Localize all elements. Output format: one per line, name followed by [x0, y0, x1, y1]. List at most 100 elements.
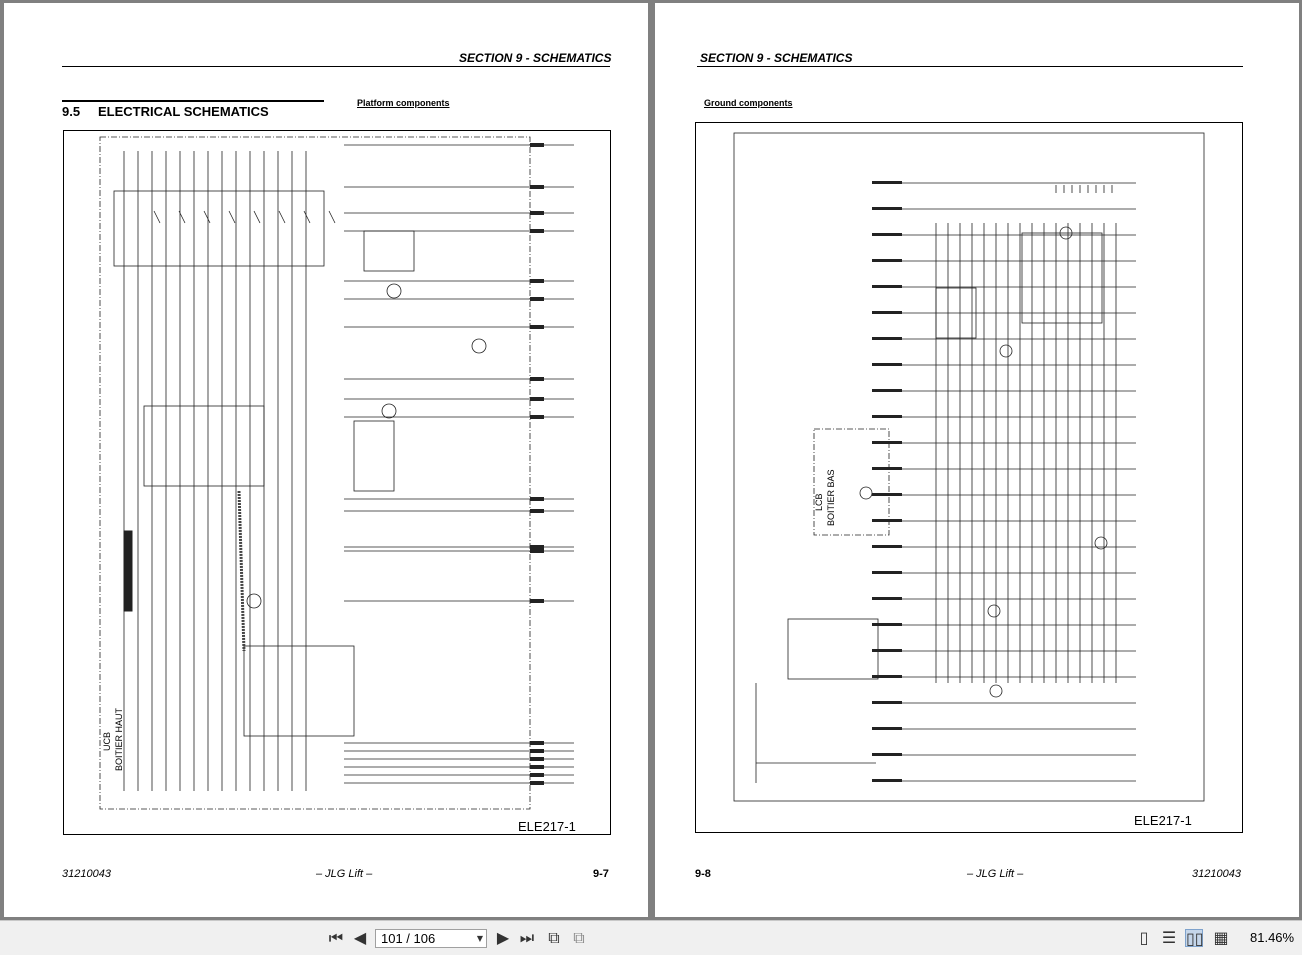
schematic-line: [872, 259, 902, 262]
schematic-line: [872, 415, 902, 418]
page-indicator: 101 / 106: [381, 931, 436, 946]
continuous-view-icon[interactable]: ☰: [1161, 928, 1177, 947]
schematic-line: [113, 190, 325, 267]
schematic-line: [530, 325, 544, 329]
schematic-line: [99, 136, 531, 810]
section-bar: [62, 100, 324, 102]
zoom-level[interactable]: 81.46%: [1250, 930, 1295, 945]
schematic-line: [123, 530, 133, 612]
schematic-line: [530, 509, 544, 513]
page-header: SECTION 9 - SCHEMATICS: [459, 51, 612, 65]
schematic-line: [872, 467, 902, 470]
schematic-line: [1059, 226, 1073, 240]
rotate-page-icon[interactable]: ⧉: [548, 928, 560, 947]
export-page-icon[interactable]: ⧉: [573, 928, 585, 947]
schematic-line: [530, 497, 544, 501]
next-page-icon[interactable]: ▶: [496, 928, 510, 947]
schematic-line: [1021, 232, 1103, 324]
footer-doc-number: 31210043: [62, 868, 111, 880]
single-page-view-icon[interactable]: ▯: [1139, 928, 1149, 947]
schematic-line: [228, 210, 236, 224]
schematic-line: [530, 415, 544, 419]
schematic-line: [246, 593, 262, 609]
schematic-line: [530, 397, 544, 401]
schematic-line: [872, 545, 902, 548]
schematic-line: [530, 749, 544, 753]
schematic-line: [386, 283, 402, 299]
section-number: 9.5: [62, 104, 81, 119]
ground-schematic-diagram: [733, 132, 1205, 802]
facing-view-icon[interactable]: ▯▯: [1185, 929, 1204, 948]
schematic-line: [530, 545, 544, 549]
schematic-line: [530, 229, 544, 233]
schematic-line: [872, 597, 902, 600]
header-rule: [697, 66, 1243, 67]
last-page-icon[interactable]: ⏭: [519, 928, 535, 947]
schematic-line: [278, 210, 286, 224]
component-title: Platform components: [357, 98, 450, 108]
drawing-code: ELE217-1: [518, 819, 576, 834]
schematic-line: [530, 765, 544, 769]
drawing-label-ucb: UCB: [102, 731, 112, 751]
prev-page-icon[interactable]: ◀: [353, 928, 367, 947]
schematic-line: [530, 211, 544, 215]
schematic-line: [530, 279, 544, 283]
schematic-line: [872, 181, 902, 184]
schematic-line: [872, 337, 902, 340]
schematic-frame: LCB BOITIER BAS ELE217-1: [695, 122, 1243, 833]
schematic-line: [989, 684, 1003, 698]
schematic-line: [530, 773, 544, 777]
page-number-input[interactable]: 101 / 106 ▼: [375, 929, 487, 948]
schematic-line: [530, 599, 544, 603]
schematic-line: [328, 210, 336, 224]
drawing-code: ELE217-1: [1134, 813, 1192, 828]
drawing-label-boitier: BOITIER BAS: [826, 469, 836, 526]
schematic-line: [1094, 536, 1108, 550]
document-page-left: SECTION 9 - SCHEMATICS 9.5 ELECTRICAL SC…: [4, 3, 648, 917]
chevron-down-icon[interactable]: ▼: [476, 934, 483, 943]
component-title: Ground components: [704, 98, 793, 108]
schematic-line: [530, 377, 544, 381]
schematic-line: [153, 210, 161, 224]
schematic-line: [363, 230, 415, 272]
schematic-line: [203, 210, 211, 224]
footer-publisher: – JLG Lift –: [316, 868, 373, 880]
schematic-line: [872, 571, 902, 574]
drawing-label-boitier: BOITIER HAUT: [114, 707, 124, 771]
schematic-line: [381, 403, 397, 419]
schematic-line: [872, 753, 902, 756]
schematic-line: [872, 363, 902, 366]
schematic-line: [872, 701, 902, 704]
section-title: ELECTRICAL SCHEMATICS: [98, 104, 269, 119]
document-page-right: SECTION 9 - SCHEMATICS Ground components…: [655, 3, 1299, 917]
schematic-line: [872, 675, 902, 678]
footer-page-number: 9-8: [695, 868, 711, 880]
facing-continuous-view-icon[interactable]: ▦: [1213, 928, 1229, 947]
schematic-line: [178, 210, 186, 224]
page-header: SECTION 9 - SCHEMATICS: [700, 51, 853, 65]
schematic-line: [303, 210, 311, 224]
schematic-line: [530, 757, 544, 761]
schematic-line: [987, 604, 1001, 618]
footer-publisher: – JLG Lift –: [967, 868, 1024, 880]
schematic-line: [530, 741, 544, 745]
schematic-line: [872, 493, 902, 496]
schematic-line: [872, 233, 902, 236]
schematic-frame: UCB BOITIER HAUT ELE217-1: [63, 130, 611, 835]
schematic-line: [999, 344, 1013, 358]
schematic-line: [787, 618, 879, 680]
first-page-icon[interactable]: ⏮: [328, 928, 344, 947]
schematic-line: [143, 405, 265, 487]
schematic-line: [813, 428, 890, 536]
footer-doc-number: 31210043: [1192, 868, 1241, 880]
schematic-line: [353, 420, 395, 492]
schematic-line: [530, 297, 544, 301]
schematic-line: [243, 645, 355, 737]
schematic-line: [872, 441, 902, 444]
drawing-label-group: UCB BOITIER HAUT: [102, 671, 182, 771]
header-rule: [62, 66, 610, 67]
schematic-line: [872, 285, 902, 288]
schematic-line: [237, 490, 246, 652]
schematic-line: [733, 132, 1205, 802]
schematic-line: [872, 311, 902, 314]
